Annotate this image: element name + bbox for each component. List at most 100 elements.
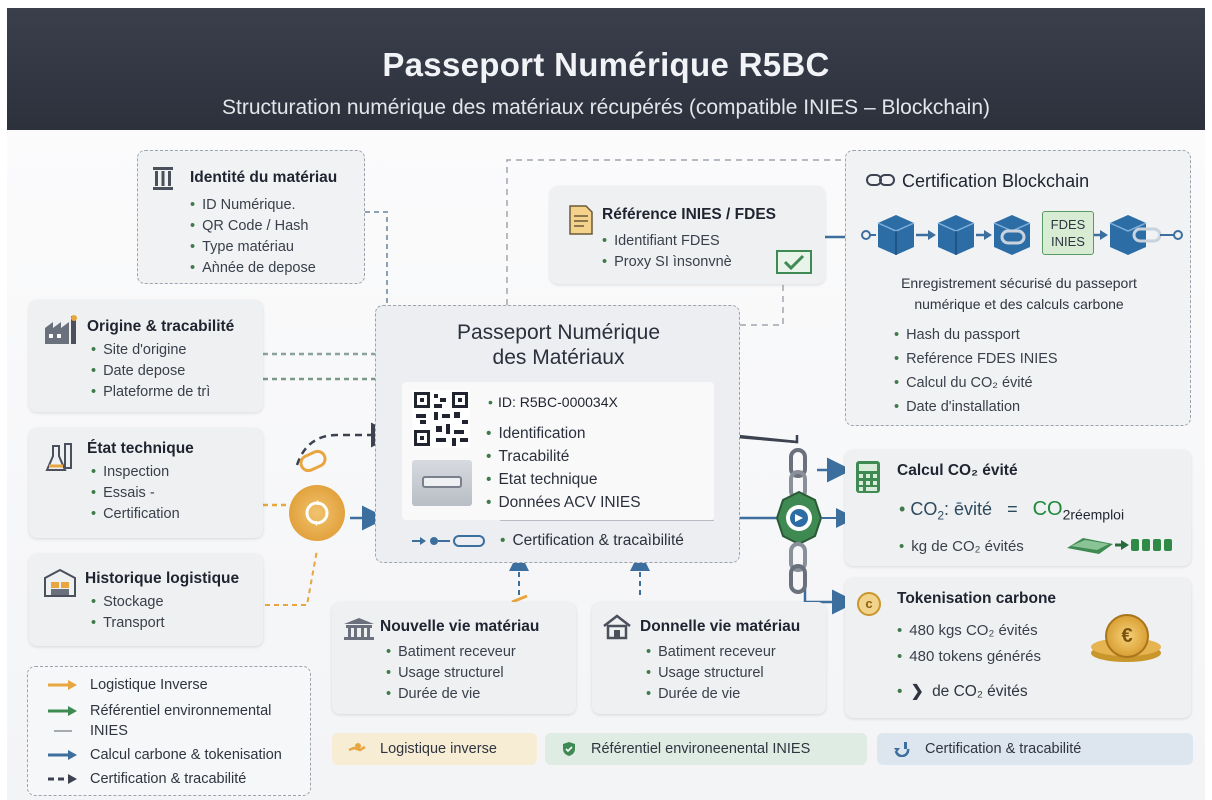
reference-list: Identifiant FDES Proxy SI ìnsonvnè [602,231,732,273]
description-line: numérique et des calculs carbone [914,296,1124,312]
token-coins-icon: € [1087,614,1167,670]
list-item: Site d'origine [91,340,210,361]
pill-label: Certification & tracabilité [925,741,1082,757]
list-item: Reférence FDES INIES [894,347,1058,371]
inies-label: INIES [1051,234,1085,249]
list-item: Données ACV INIES [486,491,640,514]
list-item: Certification [91,504,180,525]
passport-footer: Certification & tracaìbilité [500,530,683,551]
blockchain-list: Hash du passport Reférence FDES INIES Ca… [894,323,1058,419]
passport-inner: ID: R5BC-000034X • Identification Tracab… [402,382,714,520]
list-item: Inspection [91,462,180,483]
formula-eq: = [1007,499,1018,519]
lab-icon [45,443,72,471]
legend-label: Certification & tracabilité [90,771,247,787]
arrow-blue-icon [48,750,77,760]
arrow-orange-icon [48,680,77,690]
historique-list: Stockage Transport [91,592,165,634]
etat-card: État technique Inspection Essais - Certi… [29,428,263,538]
passport-title-line: des Matériaux [492,346,625,369]
list-item: Date depose [91,361,210,382]
historique-card: Historique logistique Stockage Transport [29,554,263,646]
nouvelle-vie-list: Batiment receveur Usage structurel Durée… [386,642,516,705]
tokenisation-last: • ❯ de CO₂ évités [897,683,1028,700]
formula-evite: : ēvité [944,499,993,519]
pill-logistique: Logistique inverse [332,733,537,765]
block-icon [877,215,915,255]
formula-sub: 2 [937,508,945,523]
donnelle-vie-title: Donnelle vie matériau [640,618,801,635]
refresh-icon [893,741,911,757]
list-item: Batiment receveur [386,642,516,663]
list-item: Proxy SI ìnsonvnè [602,252,732,273]
list-item: Transport [91,613,165,634]
list-item: Batiment receveur [646,642,776,663]
nouvelle-vie-card: Nouvelle vie matériau Batiment receveur … [332,602,576,714]
coin-small-icon: c [857,592,881,616]
list-item: Aǹnée de depose [190,258,316,279]
passport-title-line: Passeport Numérique [456,321,661,344]
tokenisation-list: 480 kgs CO₂ évités 480 tokens générés [897,618,1041,670]
money-icon [1067,538,1172,554]
historique-title: Historique logistique [85,570,240,587]
list-item: Durée de vie [386,684,516,705]
bullet: • [488,394,493,410]
blockchain-chain [861,215,1183,255]
arrow-dark-dashed-icon [48,774,77,784]
calculator-icon [856,461,880,493]
hand-coin-icon [348,742,366,756]
pill-certification: Certification & tracabilité [877,733,1193,765]
list-item: Plateforme de trì [91,382,210,403]
formula-rhs: CO [1032,498,1063,520]
arrow-gray-icon [54,730,72,732]
donnelle-vie-card: Donnelle vie matériau Batiment receveur … [592,602,826,714]
calcul-card: Calcul CO₂ évité • CO2: ēvité = CO2réemp… [845,450,1191,566]
legend-item-logistique: Logistique Inverse [48,677,208,693]
list-item: Tracabilité [486,445,641,468]
tokenisation-card: c Tokenisation carbone 480 kgs CO₂ évité… [845,578,1191,718]
list-item: Identifiant FDES [602,231,732,252]
fdes-label: FDES [1050,217,1086,232]
list-item: Identification [486,422,641,445]
passport-list: Identification Tracabilité Etat techniqu… [486,422,641,514]
legend-item-referentiel: Référentiel environnemental [48,703,271,719]
list-item: Usage structurel [386,663,516,684]
donnelle-vie-list: Batiment receveur Usage structurel Durée… [646,642,776,705]
reference-title: Référence INIES / FDES [602,206,777,223]
blockchain-description: Enregistrement sécurisé du passeport num… [846,273,1192,315]
calcul-title: Calcul CO₂ évité [897,462,1018,479]
etat-title: État technique [87,440,194,457]
reference-card: Référence INIES / FDES Identifiant FDES … [550,186,825,284]
pill-referentiel: Référentiel environeenental INIES [545,733,867,765]
page-subtitle: Structuration numérique des matériaux ré… [221,96,991,119]
co2-formula: • CO2: ēvité = CO2réemploi [899,498,1125,523]
list-item: Stockage [91,592,165,613]
document-icon [569,205,593,235]
list-item: kg de CO₂ évités [899,536,1024,557]
legend-item-calcul: Calcul carbone & tokenisation [48,747,282,763]
factory-icon [45,315,77,344]
blockchain-title: Certification Blockchain [902,171,1090,191]
passport-title: Passeport Numérique des Matériaux [376,320,741,370]
formula-rhs-sub: 2réemploi [1062,506,1125,523]
arrow-green-icon [48,706,77,716]
block-icon [937,215,975,255]
tokenisation-last-label: de CO₂ évités [932,683,1028,700]
list-item: 480 tokens générés [897,644,1041,670]
legend-label: Logistique Inverse [90,677,208,693]
list-item: Durée de vie [646,684,776,705]
diagram-canvas: Identité du matériau ID Numérique. QR Co… [7,130,1205,800]
origine-title: Origine & tracabilité [87,318,235,335]
identite-list: ID Numérique. QR Code / Hash Type matéri… [190,195,316,279]
legend-label: INIES [90,723,128,739]
list-item: Usage structurel [646,663,776,684]
formula-co2: CO [910,499,938,519]
description-line: Enregistrement sécurisé du passeport [901,275,1137,291]
network-icon [412,535,485,547]
header-banner: Passeport Numérique R5BC Structuration n… [7,8,1205,130]
list-item: Essais - [91,483,180,504]
column-icon [153,167,173,190]
arrow-bullet-icon: ❯ [910,683,924,700]
pill-label: Logistique inverse [380,741,497,757]
list-item: QR Code / Hash [190,216,316,237]
